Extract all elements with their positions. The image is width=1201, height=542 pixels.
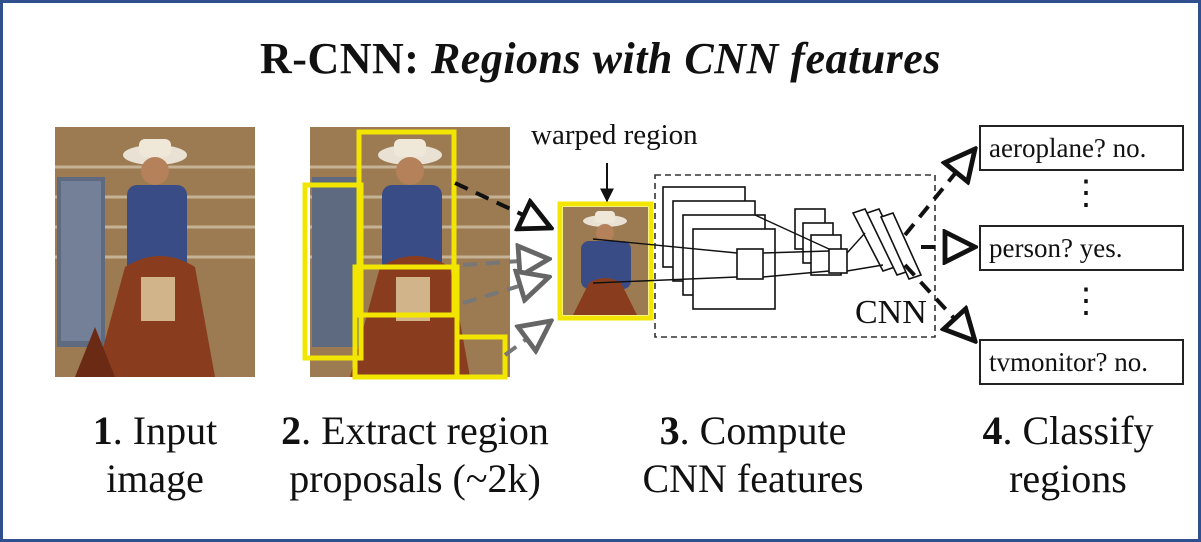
proposal-arrow-4 [503,321,551,357]
title-main: R-CNN: [260,34,420,83]
class-box-aeroplane: aeroplane? no. [979,125,1184,171]
ellipsis-2: ⋮ [1069,283,1103,320]
step-3-line2: CNN features [642,456,864,501]
step-2-label: 2. Extract region proposals (~2k) [265,407,565,503]
step-2-line2: proposals (~2k) [289,456,541,501]
title-subtitle: Regions with CNN features [430,34,941,83]
step-1-number: 1 [92,408,113,453]
step-3-line1: . Compute [679,408,847,453]
step-4-label: 4. Classify regions [953,407,1183,503]
step-1-label: 1. Input image [55,407,255,503]
step-1-line1: . Input [112,408,218,453]
class-box-person: person? yes. [979,225,1184,271]
ellipsis-1: ⋮ [1069,175,1103,212]
step-3-label: 3. Compute CNN features [613,407,893,503]
cnn-label: CNN [855,294,927,331]
step-4-line1: . Classify [1002,408,1154,453]
step-4-number: 4 [982,408,1003,453]
warped-region-image [563,207,648,315]
step-2-number: 2 [281,408,302,453]
proposal-arrow-1 [454,181,551,228]
warped-region-outline [557,201,654,321]
cnn-region [654,174,936,338]
step-3-number: 3 [659,408,680,453]
warped-region-label: warped region [531,119,698,151]
proposal-box-left [302,182,364,361]
diagram-title: R-CNN: Regions with CNN features [3,33,1198,84]
proposal-box-horse [352,264,460,380]
classify-arrow-tvmonitor [903,263,975,341]
cnn-layers [662,186,923,310]
proposal-box-small [454,334,508,380]
proposal-arrow-2 [462,259,549,265]
diagram-graphics [302,129,1198,380]
class-box-tvmonitor: tvmonitor? no. [979,339,1184,385]
proposal-boxes [302,129,508,380]
step-1-line2: image [106,456,204,501]
input-image [55,127,255,377]
proposal-arrow-3 [462,277,549,305]
step-2-line1: . Extract region [301,408,549,453]
cnn-connections [592,214,884,284]
step-4-line2: regions [1009,456,1127,501]
classify-arrow-aeroplane [903,149,975,237]
proposal-box-person [356,129,457,318]
